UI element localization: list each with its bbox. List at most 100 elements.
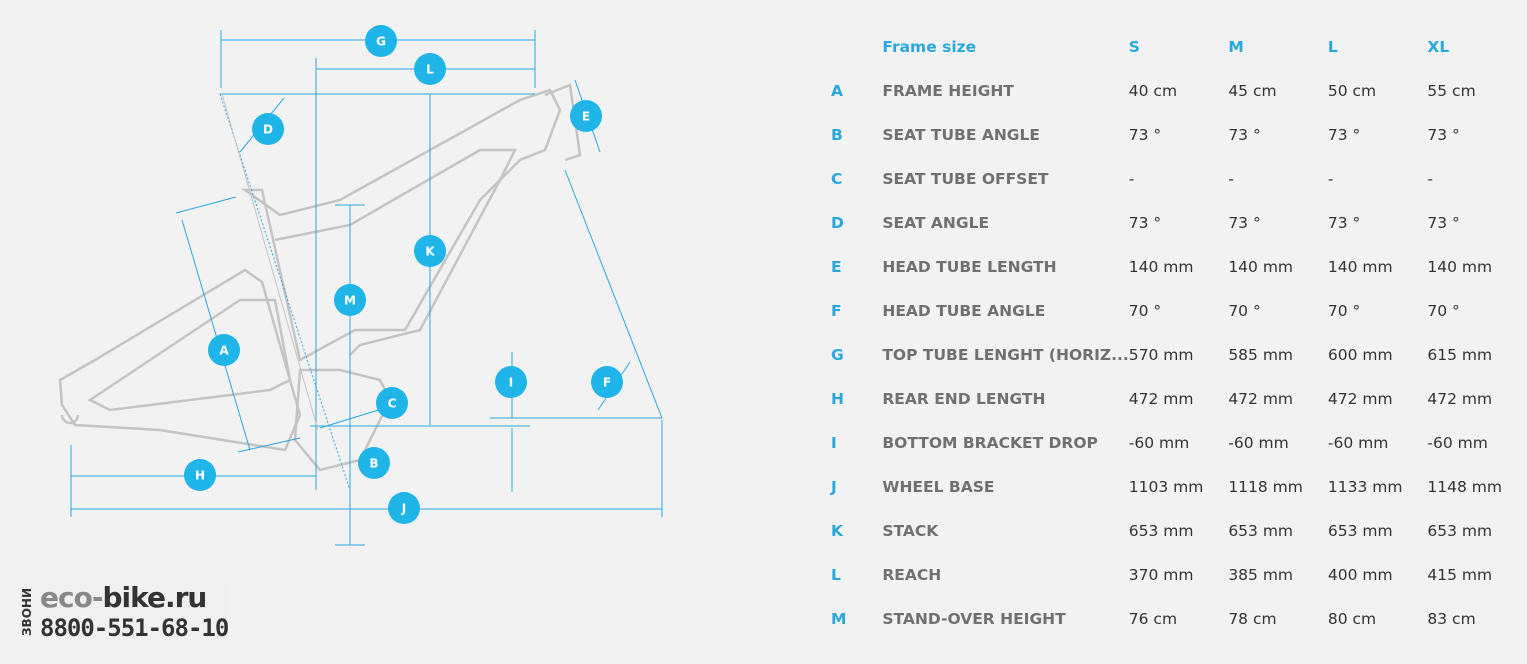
table-header-row: Frame size S M L XL [820,25,1527,69]
row-name: SEAT TUBE OFFSET [882,170,1049,188]
badge-label: L [426,63,434,77]
size-header-l: L [1327,38,1338,56]
value-l: -60 mm [1327,434,1389,452]
value-xl: 55 cm [1427,82,1476,100]
badge-circle [358,447,390,479]
value-m: 70 ° [1228,302,1261,320]
value-l: 73 ° [1327,126,1361,144]
value-l: 73 ° [1327,214,1361,232]
badge-circle [414,235,446,267]
row-name: STAND-OVER HEIGHT [882,610,1066,628]
watermark-phone: 8800-551-68-10 [40,614,229,642]
row-name: STACK [882,522,939,540]
value-s: 1103 mm [1128,478,1204,496]
badge-k: K [414,235,446,267]
badge-d: D [252,113,284,145]
size-header-m: M [1228,38,1244,56]
value-s: 370 mm [1128,566,1194,584]
badge-label: G [376,35,386,49]
badge-label: M [344,294,356,308]
watermark: ЗВОНИ eco-bike.ru 8800-551-68-10 [20,581,229,643]
badge-l: L [414,53,446,85]
badge-m: M [334,284,366,316]
value-s: 570 mm [1128,346,1194,364]
value-s: 653 mm [1128,522,1194,540]
value-l: 653 mm [1327,522,1393,540]
size-header-s: S [1128,38,1140,56]
badge-circle [414,53,446,85]
value-xl: -60 mm [1427,434,1488,452]
watermark-text: eco-bike.ru 8800-551-68-10 [40,581,229,643]
badge-b: B [358,447,390,479]
row-name: SEAT TUBE ANGLE [882,126,1040,144]
value-s: 70 ° [1128,302,1162,320]
value-m: 78 cm [1228,610,1277,628]
value-s: - [1128,170,1135,188]
value-m: 140 mm [1228,258,1294,276]
value-l: 140 mm [1327,258,1393,276]
row-letter: H [831,390,844,408]
value-xl: 1148 mm [1427,478,1502,496]
value-m: 653 mm [1228,522,1294,540]
value-xl: 472 mm [1427,390,1493,408]
row-name: TOP TUBE LENGHT (HORIZ... [882,346,1129,364]
row-letter: G [831,346,844,364]
row-letter: L [831,566,841,584]
value-xl: 73 ° [1427,214,1460,232]
badge-label: K [425,245,435,259]
value-s: 40 cm [1128,82,1178,100]
row-letter: E [831,258,842,276]
watermark-site: eco-bike.ru [40,581,207,614]
badge-c: C [376,387,408,419]
row-name: FRAME HEIGHT [882,82,1014,100]
value-s: 73 ° [1128,214,1162,232]
value-l: 400 mm [1327,566,1393,584]
value-xl: 70 ° [1427,302,1460,320]
badge-circle [376,387,408,419]
value-l: 80 cm [1327,610,1377,628]
badge-j: J [388,492,420,524]
badge-label: B [369,457,378,471]
row-name: BOTTOM BRACKET DROP [882,434,1098,452]
badge-circle [495,366,527,398]
value-l: 600 mm [1327,346,1393,364]
value-l: 50 cm [1327,82,1377,100]
badge-label: C [388,397,397,411]
frame-geometry-diagram: G L D E K M A I F C B H J [58,25,663,546]
badge-label: J [401,502,406,516]
row-letter: K [831,522,844,540]
value-m: 73 ° [1228,214,1261,232]
row-name: REAR END LENGTH [882,390,1046,408]
row-letter: I [831,434,837,452]
value-xl: 415 mm [1427,566,1493,584]
row-name: REACH [882,566,942,584]
badge-label: F [603,376,611,390]
badge-e: E [570,100,602,132]
value-l: - [1327,170,1334,188]
value-s: 140 mm [1128,258,1194,276]
value-s: -60 mm [1128,434,1190,452]
badge-label: A [219,344,229,358]
row-letter: F [831,302,842,320]
value-m: 585 mm [1228,346,1294,364]
badge-circle [252,113,284,145]
row-letter: C [831,170,843,188]
value-m: 45 cm [1228,82,1277,100]
value-l: 472 mm [1327,390,1393,408]
badge-h: H [184,459,216,491]
badge-label: D [263,123,273,137]
badge-label: E [582,110,590,124]
badge-circle [334,284,366,316]
value-xl: 83 cm [1427,610,1476,628]
badge-i: I [495,366,527,398]
